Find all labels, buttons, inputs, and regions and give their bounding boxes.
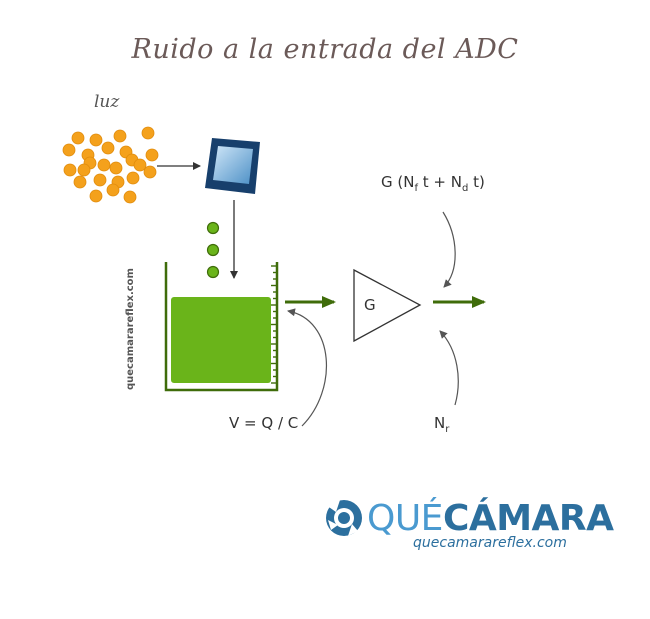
photon-dot	[62, 143, 76, 157]
photon-dot	[109, 161, 123, 175]
electron-dot	[206, 243, 220, 257]
well-scale-ticks	[271, 265, 277, 384]
photon-dot	[97, 158, 111, 172]
photon-dot	[71, 131, 85, 145]
brand-logo-icon	[326, 500, 362, 536]
sensor-icon	[205, 138, 260, 194]
charge-fill	[171, 297, 271, 383]
photon-cluster	[62, 126, 159, 204]
photon-dot	[89, 189, 103, 203]
photon-dot	[93, 173, 107, 187]
photon-dot	[143, 165, 157, 179]
photon-dot	[77, 163, 91, 177]
electron-dot	[206, 265, 220, 279]
photon-dot	[141, 126, 155, 140]
brand-wordmark: QUÉCÁMARA	[367, 498, 614, 539]
photon-dot	[89, 133, 103, 147]
diagram-title: Ruido a la entrada del ADC	[131, 34, 519, 65]
photon-dot	[101, 141, 115, 155]
photon-dot	[63, 163, 77, 177]
arrow-voltage-curve	[287, 308, 328, 427]
charge-well	[164, 262, 279, 392]
arrow-dark-noise-curve	[442, 211, 456, 288]
light-label: luz	[94, 92, 120, 112]
brand-url: quecamarareflex.com	[413, 535, 567, 551]
photon-dot	[123, 190, 137, 204]
photon-dot	[145, 148, 159, 162]
photon-dot	[113, 129, 127, 143]
arrow-read-noise-curve	[439, 330, 459, 406]
electron-dot	[206, 221, 220, 235]
photon-dot	[126, 171, 140, 185]
dark-noise-formula: G (Nf t + Nd t)	[381, 173, 485, 194]
read-noise-label: Nr	[434, 414, 450, 435]
photon-dot	[73, 175, 87, 189]
watermark-vertical: quecamarareflex.com	[125, 268, 136, 390]
electron-dots	[206, 221, 220, 279]
voltage-formula: V = Q / C	[229, 414, 299, 432]
amplifier-triangle	[353, 268, 422, 343]
photon-dot	[106, 183, 120, 197]
photon-dot	[133, 158, 147, 172]
amplifier-gain-label: G	[364, 296, 376, 314]
